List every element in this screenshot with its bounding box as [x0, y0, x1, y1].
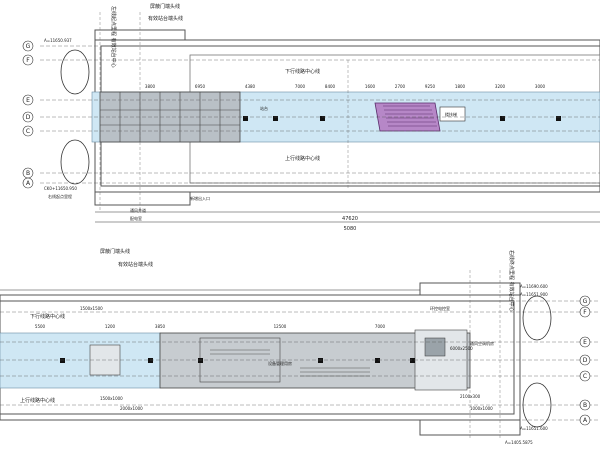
top-plan	[40, 12, 600, 223]
axis-bubble-a	[22, 177, 34, 189]
top-dim-4: 8400	[325, 84, 336, 89]
top-dim-6: 2700	[395, 84, 406, 89]
bottom-chainage-2: A=11651.900	[520, 292, 548, 297]
axis-bubble-e-letter: E	[26, 97, 30, 104]
axis-bubble-bottom-b-letter: B	[583, 402, 587, 409]
top-dim-7: 9250	[425, 84, 436, 89]
top-bottom-label-1: 新增出入口	[190, 195, 210, 201]
bottom-dim-3: 1000x1000	[470, 406, 493, 411]
top-platform-label: 站台	[260, 105, 268, 111]
axis-bubble-g	[22, 40, 34, 52]
top-dim-9: 3200	[495, 84, 506, 89]
axis-bubble-bottom-b	[579, 399, 591, 411]
axis-bubble-bottom-c-letter: C	[583, 373, 587, 380]
top-note-effective-platform: 有效站台端头线	[148, 15, 183, 22]
axis-bubble-f-letter: F	[26, 57, 30, 64]
top-dim-0: 3800	[145, 84, 156, 89]
top-dim-10: 3000	[535, 84, 546, 89]
top-total-dim-1: 47620	[342, 216, 358, 222]
axis-bubble-bottom-g-letter: G	[583, 298, 588, 305]
bottom-hall-label: 设备管理用房	[268, 360, 292, 366]
bottom-chainage-3: A=11651.600	[520, 426, 548, 431]
axis-bubble-e	[22, 94, 34, 106]
axis-bubble-bottom-d	[579, 354, 591, 366]
top-track-up: 下行线路中心线	[285, 68, 320, 75]
top-bottom-label-3: 配电室	[130, 215, 142, 221]
axis-bubble-bottom-c	[579, 370, 591, 382]
bottom-top-dim-3: 12500	[274, 324, 287, 329]
bottom-top-dim-0: 5500	[35, 324, 46, 329]
axis-bubble-a-letter: A	[26, 180, 31, 187]
bottom-track-up: 下行线路中心线	[30, 313, 65, 320]
bottom-dim-4: 1500x1000	[100, 396, 123, 401]
top-dim-2: 4380	[245, 84, 256, 89]
axis-bubble-d-letter: D	[26, 114, 31, 121]
bottom-top-dim-4: 7000	[375, 324, 386, 329]
axis-bubble-bottom-a	[579, 414, 591, 426]
bottom-track-down: 上行线路中心线	[20, 397, 55, 404]
top-dim-5: 1600	[365, 84, 376, 89]
left-shaft-circle	[60, 49, 90, 95]
top-chainage-1: A=11650.937	[44, 38, 72, 43]
top-vertical-note: 左线起点里程 有效站台中心	[110, 6, 117, 68]
bottom-note-screen-door: 屏蔽门端头线	[100, 248, 130, 255]
bottom-plan	[0, 270, 600, 440]
axis-bubble-c-letter: C	[26, 128, 30, 135]
top-stair-label: 楼扶梯	[445, 111, 457, 117]
top-dim-1: 6950	[195, 84, 206, 89]
axis-bubble-d	[22, 111, 34, 123]
bottom-dim-2: 2100x300	[460, 394, 481, 399]
bottom-dim-5: 2000x1000	[120, 406, 143, 411]
axis-bubble-g-letter: G	[26, 43, 31, 50]
bottom-dim-0: 1500x1500	[80, 306, 103, 311]
bottom-dim-1: 6000x2500	[450, 346, 473, 351]
bottom-vertical-note: 右线终点里程 有效站台中心	[508, 250, 515, 312]
top-note-screen-door: 屏蔽门端头线	[150, 3, 180, 10]
axis-bubble-bottom-e-letter: E	[583, 339, 587, 346]
top-dim-8: 1800	[455, 84, 466, 89]
axis-bubble-b-letter: B	[26, 170, 30, 177]
top-track-down: 上行线路中心线	[285, 155, 320, 162]
top-total-dim-2: 5080	[344, 226, 357, 232]
top-chainage-2: CK0+11650.950	[44, 186, 77, 191]
axis-bubble-c	[22, 125, 34, 137]
bottom-columns	[60, 358, 415, 363]
axis-bubble-bottom-g	[579, 295, 591, 307]
left-shaft-circle	[60, 139, 90, 185]
right-shaft-circle	[522, 295, 552, 341]
bottom-right-label-1: 环控电控室	[430, 305, 450, 311]
axis-bubble-bottom-a-letter: A	[583, 417, 588, 424]
axis-bubble-bottom-f	[579, 306, 591, 318]
bottom-top-dim-1: 1200	[105, 324, 116, 329]
bottom-right-label-2: 通风空调机房	[470, 340, 494, 346]
axis-bubble-f	[22, 54, 34, 66]
top-bottom-chainage: 右线起点里程	[48, 193, 72, 199]
bottom-bottom-chainage: A=1405.5875	[505, 440, 533, 445]
bottom-note-effective-platform: 有效站台端头线	[118, 261, 153, 268]
axis-bubble-bottom-e	[579, 336, 591, 348]
labels: GFEDCBAGFEDCBA左线起点里程 有效站台中心屏蔽门端头线有效站台端头线…	[20, 3, 591, 445]
axis-bubble-bottom-d-letter: D	[583, 357, 588, 364]
bottom-top-dim-2: 3850	[155, 324, 166, 329]
axis-bubble-bottom-f-letter: F	[583, 309, 587, 316]
top-bottom-label-2: 通风井道	[130, 207, 146, 213]
top-columns	[243, 116, 561, 121]
top-dim-3: 7000	[295, 84, 306, 89]
bottom-platform-area	[0, 332, 161, 389]
bottom-chainage-1: A=11690.600	[520, 284, 548, 289]
